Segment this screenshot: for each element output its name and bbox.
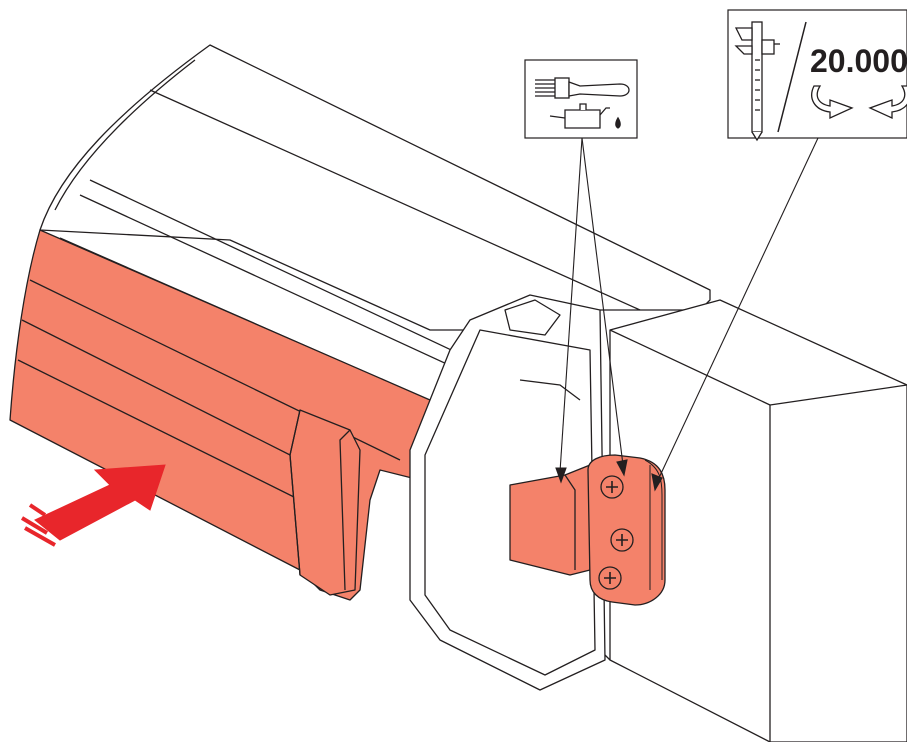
- rotate-arrows-icon: [811, 85, 907, 120]
- push-bar: [9, 229, 441, 601]
- screw-top: [600, 475, 624, 499]
- cycle-interval-text: 20.000: [810, 43, 907, 79]
- strike-plate: [587, 454, 666, 606]
- oil-can-icon: [549, 103, 621, 129]
- brush-icon: [535, 77, 630, 99]
- divider-slash: [777, 21, 807, 133]
- screw-middle: [610, 528, 634, 552]
- inspection-callout: 20.000: [727, 9, 907, 142]
- push-direction-arrow-icon: [20, 464, 166, 547]
- screw-bottom: [598, 566, 622, 590]
- maintenance-callout: [524, 59, 638, 139]
- leader-lines: [555, 137, 819, 492]
- mechanism-housing: [409, 294, 606, 691]
- caliper-icon: [734, 21, 780, 142]
